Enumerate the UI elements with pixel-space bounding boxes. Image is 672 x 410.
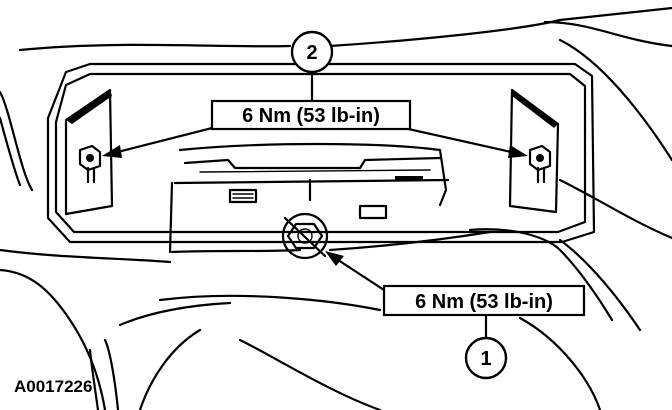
- center-bolt: [281, 212, 329, 260]
- callout-item-2: 2: [290, 30, 334, 74]
- leader-arrows: [102, 70, 528, 342]
- right-nut: [528, 144, 552, 184]
- item-1-number: 1: [480, 348, 491, 370]
- cluster-module: [168, 142, 492, 254]
- torque-label-upper: 6 Nm (53 lb-in): [210, 99, 412, 131]
- item-2-number: 2: [306, 42, 317, 64]
- torque-spec-lower: 6 Nm (53 lb-in): [415, 291, 553, 313]
- dashboard-lines: [0, 6, 672, 410]
- callout-item-1: 1: [464, 336, 508, 380]
- figure-id: A0017226: [14, 377, 92, 396]
- torque-spec-upper: 6 Nm (53 lb-in): [242, 105, 380, 127]
- cluster-bezel: [46, 62, 596, 244]
- torque-label-lower: 6 Nm (53 lb-in): [382, 284, 586, 317]
- left-nut: [78, 144, 102, 184]
